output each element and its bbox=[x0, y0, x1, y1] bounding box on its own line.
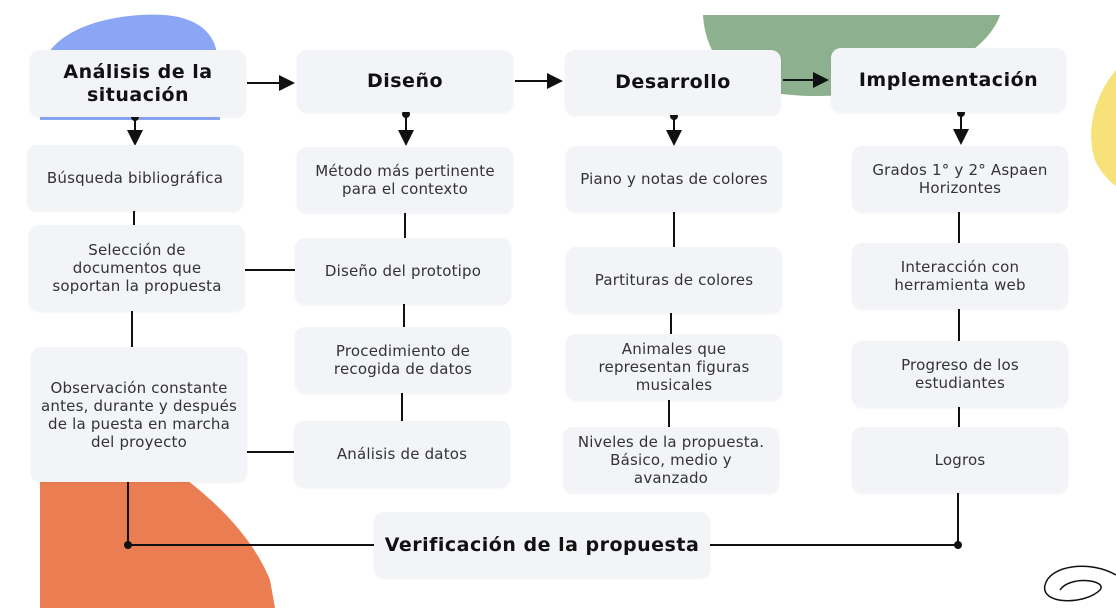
step-seleccion: Selección de documentos que soportan la … bbox=[29, 225, 245, 311]
step-logros: Logros bbox=[852, 427, 1068, 493]
scribble-doodle bbox=[1044, 565, 1116, 602]
header-diseno: Diseño bbox=[297, 50, 513, 112]
header-implementacion-label: Implementación bbox=[858, 68, 1039, 91]
step-metodo: Método más pertinente para el contexto bbox=[297, 147, 513, 213]
step-analisis-datos-label: Análisis de datos bbox=[336, 445, 468, 463]
header-analisis: Análisis de la situación bbox=[30, 50, 246, 117]
step-progreso-label: Progreso de los estudiantes bbox=[901, 356, 1019, 392]
step-progreso: Progreso de los estudiantes bbox=[852, 341, 1068, 407]
step-animales-label: Animales que representan figuras musical… bbox=[598, 340, 750, 394]
step-niveles-label: Niveles de la propuesta. Básico, medio y… bbox=[577, 433, 765, 487]
header-desarrollo: Desarrollo bbox=[565, 50, 781, 115]
step-interaccion-label: Interacción con herramienta web bbox=[894, 258, 1026, 294]
header-desarrollo-label: Desarrollo bbox=[615, 71, 731, 93]
step-observacion-label: Observación constante antes, durante y d… bbox=[41, 378, 238, 451]
header-diseno-label: Diseño bbox=[366, 69, 444, 92]
step-metodo-label: Método más pertinente para el contexto bbox=[315, 162, 495, 198]
step-partituras: Partituras de colores bbox=[566, 247, 782, 313]
loop-dot-right bbox=[954, 541, 962, 549]
header-verificacion: Verificación de la propuesta bbox=[374, 512, 710, 578]
step-piano-label: Piano y notas de colores bbox=[580, 170, 768, 188]
step-prototipo: Diseño del prototipo bbox=[295, 238, 511, 304]
step-interaccion: Interacción con herramienta web bbox=[852, 243, 1068, 309]
header-analisis-label: Análisis de la situación bbox=[63, 60, 213, 106]
step-prototipo-label: Diseño del prototipo bbox=[324, 262, 482, 280]
step-procedimiento: Procedimiento de recogida de datos bbox=[295, 327, 511, 393]
step-observacion: Observación constante antes, durante y d… bbox=[31, 347, 247, 482]
yellow-blob bbox=[1091, 70, 1116, 186]
step-animales: Animales que representan figuras musical… bbox=[566, 334, 782, 400]
step-busqueda: Búsqueda bibliográfica bbox=[27, 145, 243, 211]
header-verificacion-label: Verificación de la propuesta bbox=[384, 533, 700, 556]
step-analisis-datos: Análisis de datos bbox=[294, 421, 510, 487]
header-implementacion: Implementación bbox=[831, 48, 1066, 112]
step-grados: Grados 1° y 2° Aspaen Horizontes bbox=[852, 146, 1068, 212]
step-niveles: Niveles de la propuesta. Básico, medio y… bbox=[563, 427, 779, 493]
step-partituras-label: Partituras de colores bbox=[594, 271, 754, 289]
step-procedimiento-label: Procedimiento de recogida de datos bbox=[333, 342, 473, 378]
step-seleccion-label: Selección de documentos que soportan la … bbox=[52, 241, 222, 295]
step-grados-label: Grados 1° y 2° Aspaen Horizontes bbox=[872, 161, 1048, 197]
step-piano: Piano y notas de colores bbox=[566, 146, 782, 212]
loop-dot-left bbox=[124, 541, 132, 549]
step-logros-label: Logros bbox=[934, 451, 986, 469]
step-busqueda-label: Búsqueda bibliográfica bbox=[46, 169, 224, 187]
